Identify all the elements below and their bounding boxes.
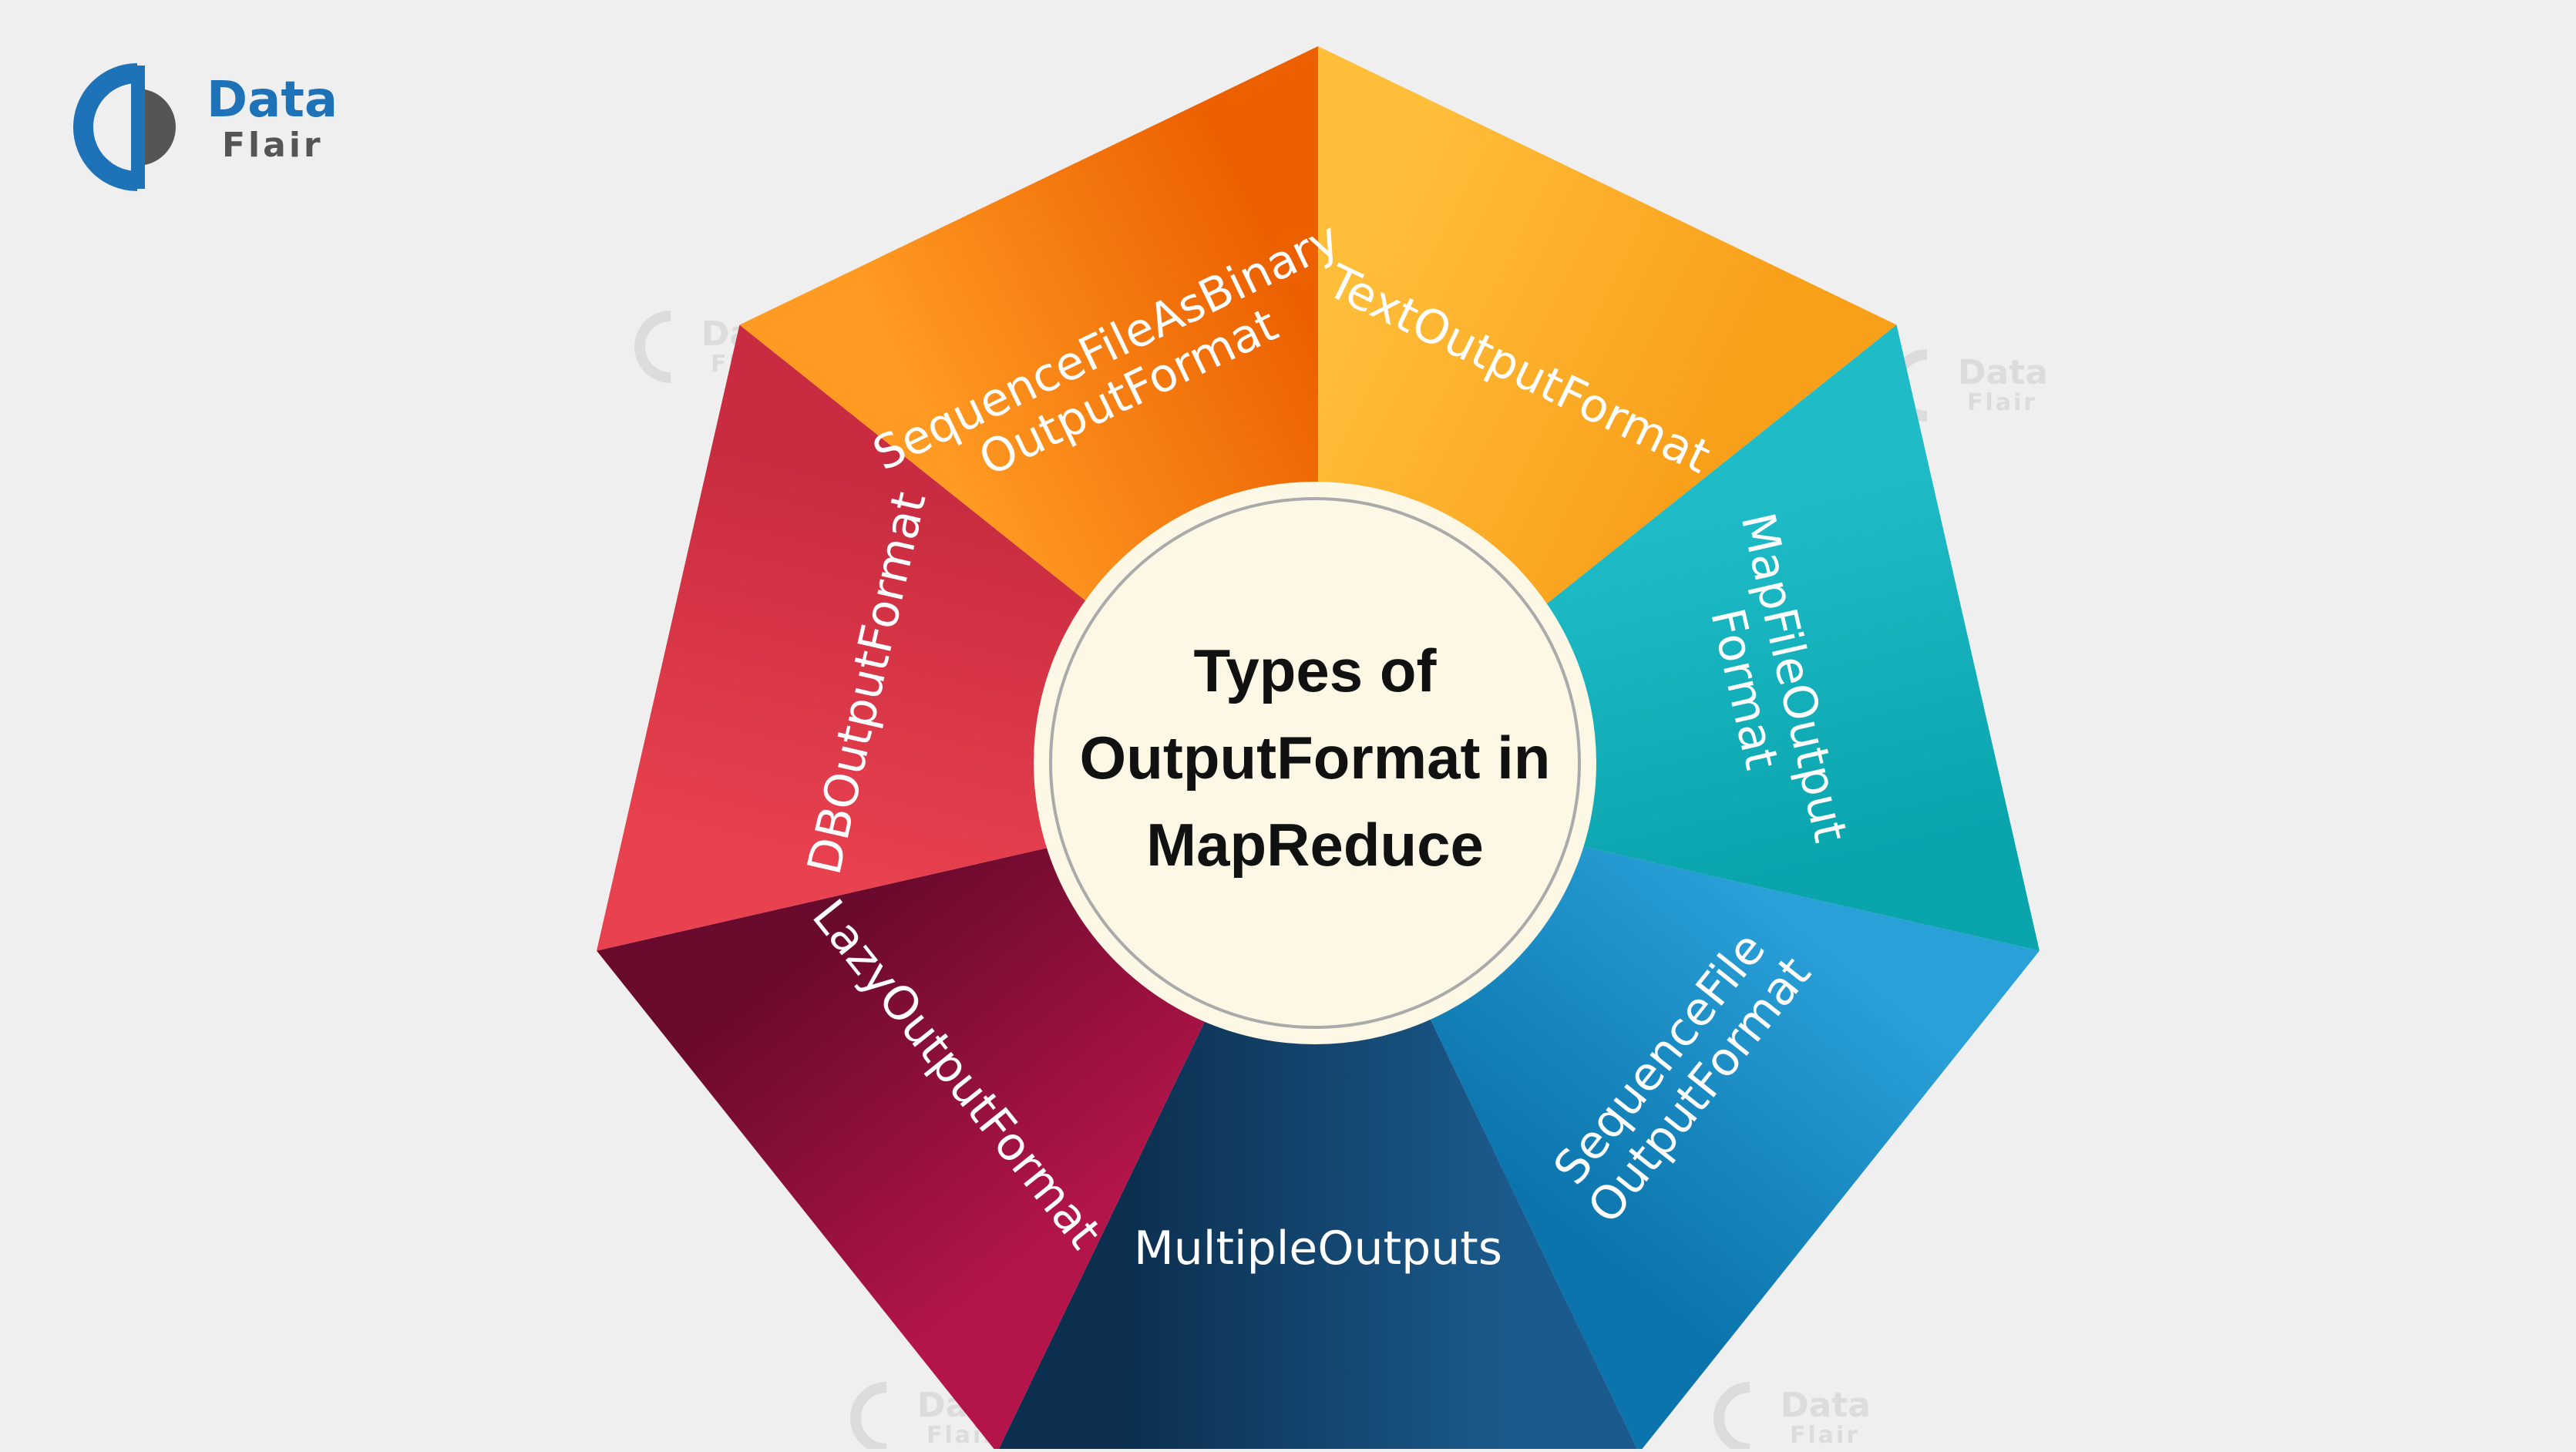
watermark-icon (634, 311, 671, 383)
watermark-icon (1713, 1382, 1750, 1452)
watermark-icon (850, 1382, 887, 1452)
center-title-line-3: MapReduce (1146, 811, 1484, 879)
segment-multipleoutputs (997, 786, 1639, 1452)
center-circle (1034, 482, 1596, 1044)
segment-label-line: MultipleOutputs (1134, 1222, 1502, 1276)
center-group: Types of OutputFormat in MapReduce (1034, 482, 1596, 1044)
segment-label-multipleoutputs: MultipleOutputs (1134, 1222, 1502, 1276)
logo-text-flair: Flair (222, 126, 324, 165)
dataflair-logo: Data Flair (73, 63, 338, 191)
dataflair-logo-icon (73, 63, 176, 191)
watermark-text-flair: Flair (1790, 1422, 1860, 1449)
watermark-text-data: Data (1781, 1386, 1871, 1425)
logo-text-data: Data (207, 72, 338, 129)
center-ring (1049, 497, 1581, 1029)
center-title-line-2: OutputFormat in (1080, 724, 1551, 792)
watermark-text-flair: Flair (1967, 389, 2037, 416)
watermark-text-data: Data (1958, 353, 2048, 392)
center-title-line-1: Types of (1194, 637, 1438, 704)
